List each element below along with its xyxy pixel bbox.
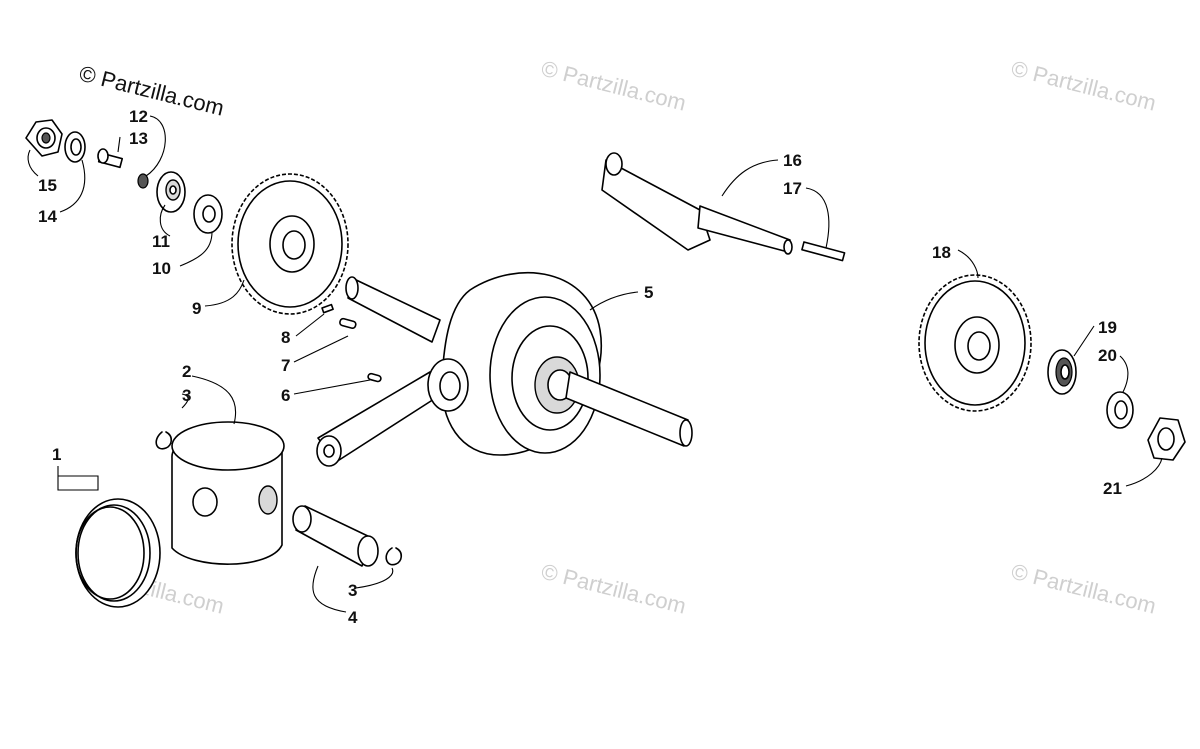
callout-18: 18 [932, 243, 951, 262]
part-8-key [321, 303, 334, 314]
watermark-main: © Partzilla.com [77, 61, 227, 121]
part-7-key [339, 317, 357, 330]
part-1-ring-set [75, 498, 161, 608]
part-3-clip-lower [385, 547, 403, 566]
callout-12: 12 [129, 107, 148, 126]
callout-14: 14 [38, 207, 57, 226]
callout-5: 5 [644, 283, 653, 302]
part-13-bolt [97, 148, 124, 169]
callout-3-upper: 3 [182, 386, 191, 405]
callout-13: 13 [129, 129, 148, 148]
part-2-piston [171, 421, 285, 565]
callout-16: 16 [783, 151, 802, 170]
callout-4: 4 [348, 608, 358, 627]
callout-numbers: 15 14 12 13 11 10 9 8 7 6 2 3 1 3 4 5 16… [38, 107, 1122, 627]
watermark-top-center: © Partzilla.com [539, 56, 689, 116]
part-20-washer [1106, 391, 1134, 429]
callout-9: 9 [192, 299, 201, 318]
callout-1: 1 [52, 445, 61, 464]
part-19-bearing [1047, 349, 1077, 395]
callout-3-lower: 3 [348, 581, 357, 600]
watermark-bottom-center: © Partzilla.com [539, 559, 689, 619]
part-21-nut [1147, 417, 1186, 461]
part-14-washer [64, 131, 86, 163]
part-15-nut [25, 119, 63, 157]
part-16-shaft [601, 152, 793, 255]
part-9-gear [231, 173, 349, 315]
leader-lines [27, 115, 1163, 613]
callout-15: 15 [38, 176, 57, 195]
part-6-key [367, 372, 382, 383]
watermark-top-right: © Partzilla.com [1009, 56, 1159, 116]
callout-21: 21 [1103, 479, 1122, 498]
part-4-piston-pin [292, 505, 379, 567]
callout-20: 20 [1098, 346, 1117, 365]
callout-19: 19 [1098, 318, 1117, 337]
part-3-clip-upper [155, 431, 173, 450]
callout-11: 11 [152, 232, 170, 251]
part-10-washer [193, 194, 223, 234]
part-5-crankshaft [316, 271, 693, 467]
part-12-spring [137, 173, 149, 189]
callout-10: 10 [152, 259, 171, 278]
callout-7: 7 [281, 356, 290, 375]
callout-8: 8 [281, 328, 290, 347]
part-17-key [801, 241, 846, 262]
part-11-plate [156, 171, 186, 213]
callout-2: 2 [182, 362, 191, 381]
callout-17: 17 [783, 179, 802, 198]
watermark-bottom-right: © Partzilla.com [1009, 559, 1159, 619]
callout-6: 6 [281, 386, 290, 405]
part-18-gear [918, 274, 1032, 412]
